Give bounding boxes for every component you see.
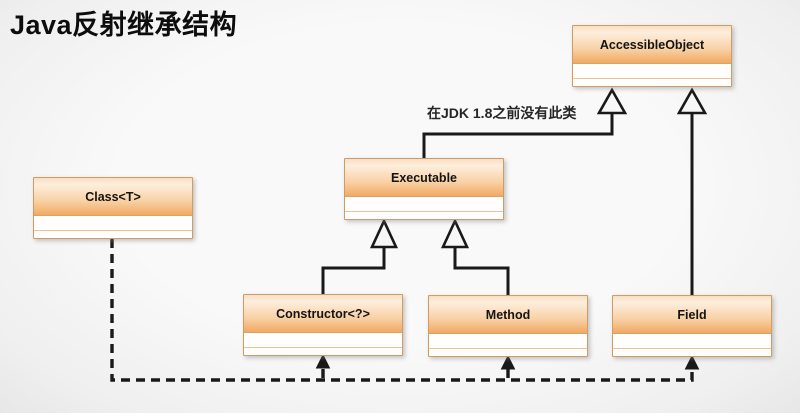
class-box-class-t: Class<T>	[33, 177, 193, 239]
methods-compartment	[244, 348, 402, 355]
attributes-compartment	[613, 334, 771, 349]
class-name-label: Constructor<?>	[244, 295, 402, 333]
methods-compartment	[34, 231, 192, 238]
jdk-annotation-label: 在JDK 1.8之前没有此类	[427, 105, 577, 121]
attributes-compartment	[345, 197, 503, 212]
inheritance-arrow-executable-to-accessibleobject	[422, 87, 628, 160]
class-box-field: Field	[612, 295, 772, 357]
methods-compartment	[613, 349, 771, 356]
attributes-compartment	[573, 64, 731, 79]
attributes-compartment	[34, 216, 192, 231]
class-box-method: Method	[428, 295, 588, 357]
class-box-accessibleobject: AccessibleObject	[572, 25, 732, 87]
methods-compartment	[573, 79, 731, 86]
methods-compartment	[345, 212, 503, 219]
attributes-compartment	[244, 333, 402, 348]
class-name-label: Class<T>	[34, 178, 192, 216]
class-name-label: Executable	[345, 159, 503, 197]
class-box-executable: Executable	[344, 158, 504, 220]
methods-compartment	[429, 349, 587, 356]
inheritance-arrow-method-to-executable	[440, 217, 510, 296]
inheritance-arrow-field-to-accessibleobject	[676, 87, 708, 296]
diagram-title: Java反射继承结构	[10, 10, 238, 40]
class-name-label: Method	[429, 296, 587, 334]
inheritance-arrow-constructor-to-executable	[321, 217, 399, 295]
class-name-label: AccessibleObject	[573, 26, 731, 64]
class-box-constructor: Constructor<?>	[243, 294, 403, 356]
dependency-dashed-line-class-to-members	[110, 239, 700, 382]
attributes-compartment	[429, 334, 587, 349]
class-name-label: Field	[613, 296, 771, 334]
